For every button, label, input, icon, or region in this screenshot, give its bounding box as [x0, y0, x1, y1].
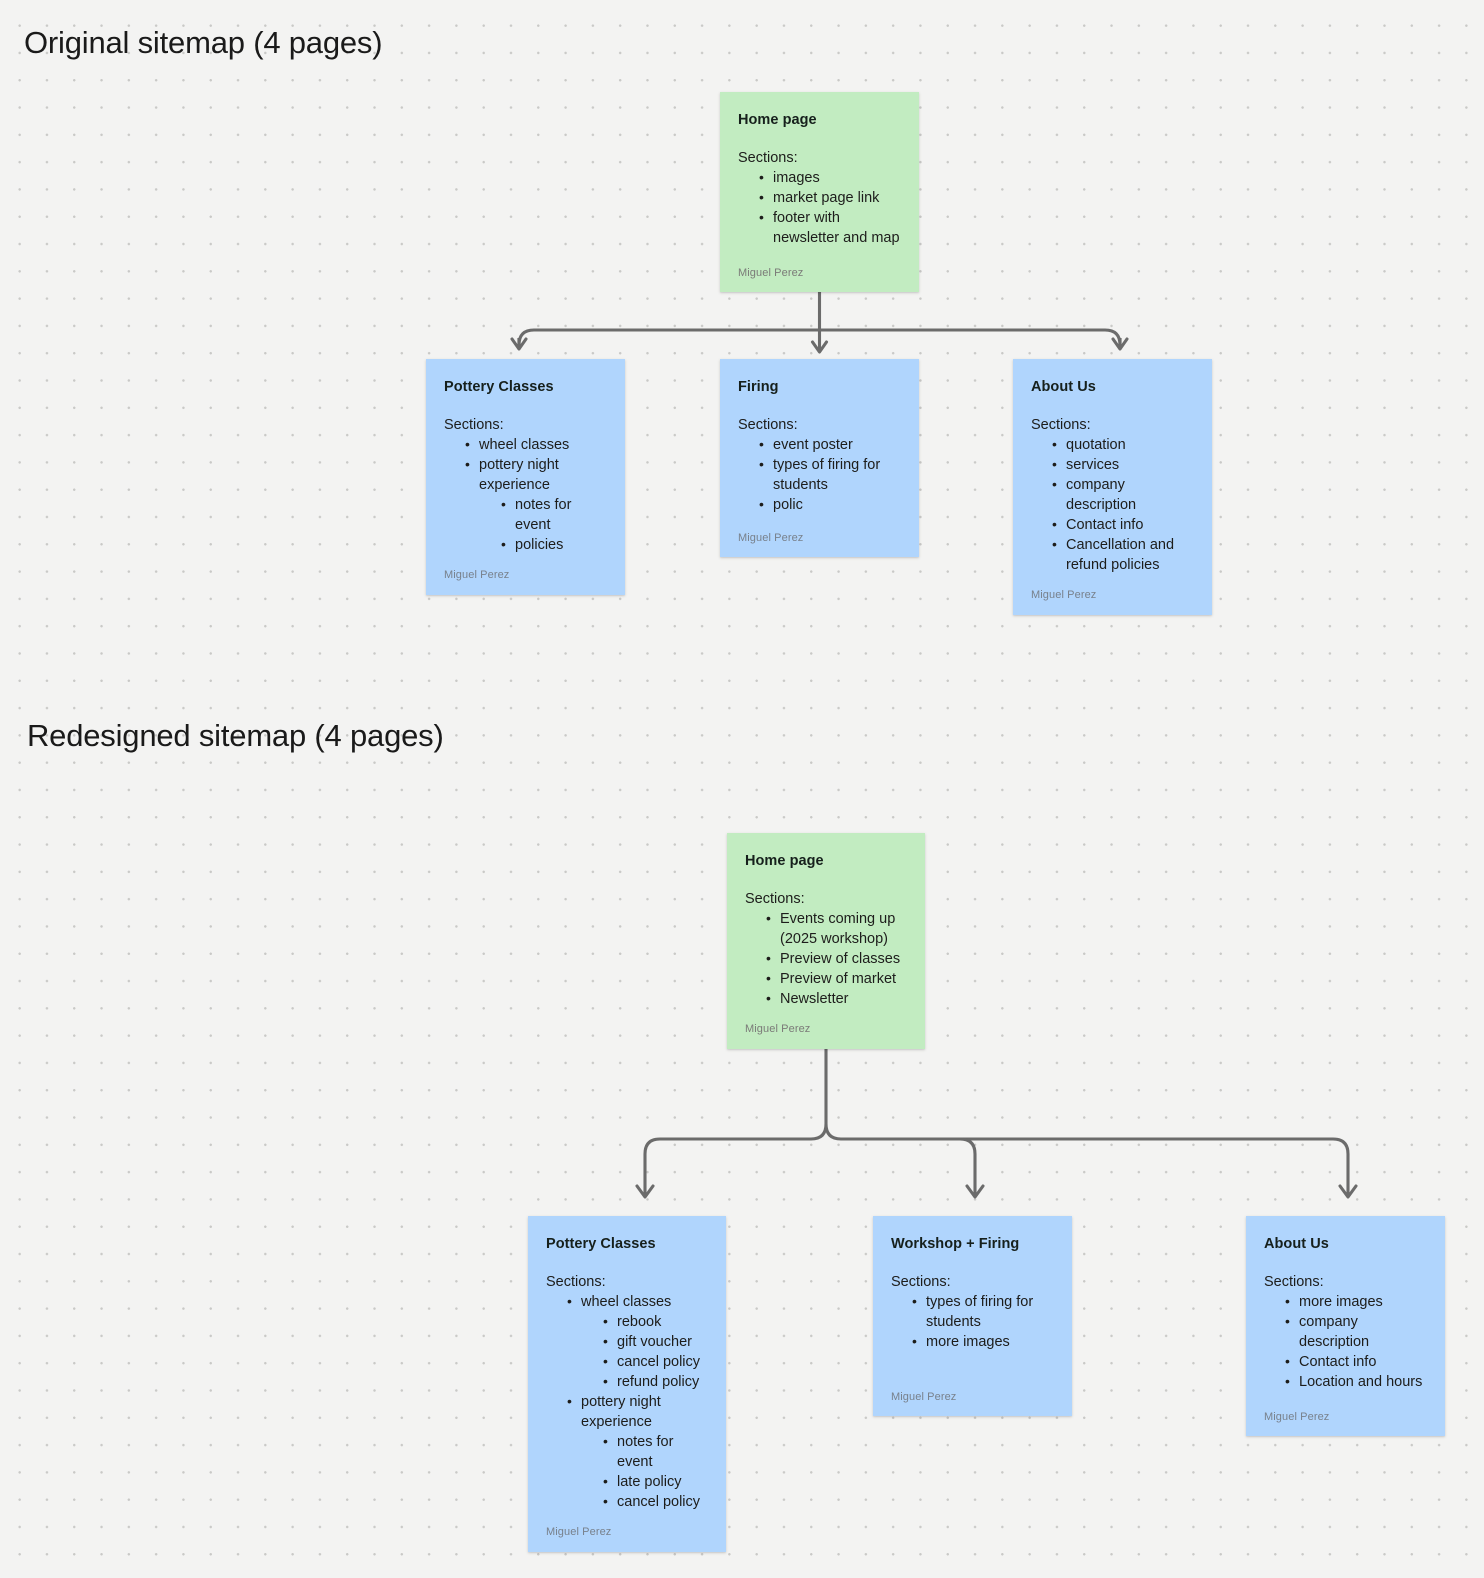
list-item: Contact info: [1052, 515, 1194, 535]
card-sections-label: Sections:: [738, 150, 798, 167]
card-firing-original[interactable]: Firing Sections: event poster types of f…: [720, 359, 919, 557]
list-item: footer with newsletter and map: [759, 208, 901, 248]
list-item: late policy: [603, 1472, 708, 1492]
list-item: polic: [759, 495, 901, 515]
card-sections-label: Sections:: [891, 1274, 951, 1291]
card-home-page-original[interactable]: Home page Sections: images market page l…: [720, 92, 919, 292]
section-title-redesigned: Redesigned sitemap (4 pages): [27, 718, 444, 753]
list-item: Preview of market: [766, 969, 907, 989]
card-title: Home page: [745, 853, 824, 869]
card-about-us-redesigned[interactable]: About Us Sections: more images company d…: [1246, 1216, 1445, 1436]
list-item: wheel classes: [465, 435, 607, 455]
list-item: types of firing for students: [912, 1292, 1054, 1332]
card-title: Pottery Classes: [546, 1236, 656, 1252]
list-item: Preview of classes: [766, 949, 907, 969]
list-item: company description: [1052, 475, 1194, 515]
list-item-label: pottery night experience: [479, 457, 559, 494]
list-item: pottery night experience notes for event…: [465, 455, 607, 555]
card-author: Miguel Perez: [745, 1023, 811, 1036]
card-title: Pottery Classes: [444, 379, 554, 395]
card-items-list: quotation services company description C…: [1031, 435, 1194, 575]
list-item: policies: [501, 535, 607, 555]
card-author: Miguel Perez: [891, 1390, 957, 1403]
list-item: images: [759, 168, 901, 188]
list-item: more images: [912, 1332, 1054, 1352]
card-pottery-classes-original[interactable]: Pottery Classes Sections: wheel classes …: [426, 359, 625, 595]
card-title: Workshop + Firing: [891, 1236, 1020, 1252]
card-title: Home page: [738, 112, 817, 128]
section-title-original: Original sitemap (4 pages): [24, 25, 383, 60]
card-sections-label: Sections:: [738, 417, 798, 434]
card-items-list: Events coming up (2025 workshop) Preview…: [745, 909, 907, 1009]
card-subitems-list: notes for event late policy cancel polic…: [581, 1432, 708, 1512]
list-item: quotation: [1052, 435, 1194, 455]
list-item: Cancellation and refund policies: [1052, 535, 1194, 575]
list-item: Location and hours: [1285, 1372, 1427, 1392]
card-items-list: types of firing for students more images: [891, 1292, 1054, 1352]
list-item: Newsletter: [766, 989, 907, 1009]
list-item: Events coming up (2025 workshop): [766, 909, 907, 949]
card-author: Miguel Perez: [546, 1526, 612, 1539]
card-pottery-classes-redesigned[interactable]: Pottery Classes Sections: wheel classes …: [528, 1216, 726, 1552]
list-item: services: [1052, 455, 1194, 475]
list-item: refund policy: [603, 1372, 708, 1392]
card-sections-label: Sections:: [1264, 1274, 1324, 1291]
card-sections-label: Sections:: [546, 1274, 606, 1291]
card-sections-label: Sections:: [745, 891, 805, 908]
list-item: pottery night experience notes for event…: [567, 1392, 708, 1512]
card-subitems-list: rebook gift voucher cancel policy refund…: [581, 1312, 708, 1392]
card-author: Miguel Perez: [444, 569, 510, 582]
card-subitems-list: notes for event policies: [479, 495, 607, 555]
card-author: Miguel Perez: [1264, 1410, 1330, 1423]
list-item-label: pottery night experience: [581, 1394, 661, 1431]
card-author: Miguel Perez: [738, 266, 804, 279]
card-title: Firing: [738, 379, 779, 395]
list-item: gift voucher: [603, 1332, 708, 1352]
list-item: Contact info: [1285, 1352, 1427, 1372]
card-items-list: images market page link footer with news…: [738, 168, 901, 248]
card-author: Miguel Perez: [738, 531, 804, 544]
list-item: cancel policy: [603, 1352, 708, 1372]
card-items-list: wheel classes rebook gift voucher cancel…: [546, 1292, 708, 1512]
card-items-list: event poster types of firing for student…: [738, 435, 901, 515]
card-title: About Us: [1264, 1236, 1329, 1252]
list-item: more images: [1285, 1292, 1427, 1312]
list-item: notes for event: [603, 1432, 708, 1472]
card-about-us-original[interactable]: About Us Sections: quotation services co…: [1013, 359, 1212, 615]
card-sections-label: Sections:: [444, 417, 504, 434]
list-item: cancel policy: [603, 1492, 708, 1512]
card-items-list: more images company description Contact …: [1264, 1292, 1427, 1392]
list-item-label: wheel classes: [581, 1294, 672, 1311]
list-item: wheel classes rebook gift voucher cancel…: [567, 1292, 708, 1392]
card-title: About Us: [1031, 379, 1096, 395]
list-item: rebook: [603, 1312, 708, 1332]
list-item: types of firing for students: [759, 455, 901, 495]
card-home-page-redesigned[interactable]: Home page Sections: Events coming up (20…: [727, 833, 925, 1049]
list-item: company description: [1285, 1312, 1427, 1352]
card-author: Miguel Perez: [1031, 589, 1097, 602]
list-item: notes for event: [501, 495, 607, 535]
list-item: event poster: [759, 435, 901, 455]
card-sections-label: Sections:: [1031, 417, 1091, 434]
list-item: market page link: [759, 188, 901, 208]
card-items-list: wheel classes pottery night experience n…: [444, 435, 607, 555]
card-workshop-firing-redesigned[interactable]: Workshop + Firing Sections: types of fir…: [873, 1216, 1072, 1416]
